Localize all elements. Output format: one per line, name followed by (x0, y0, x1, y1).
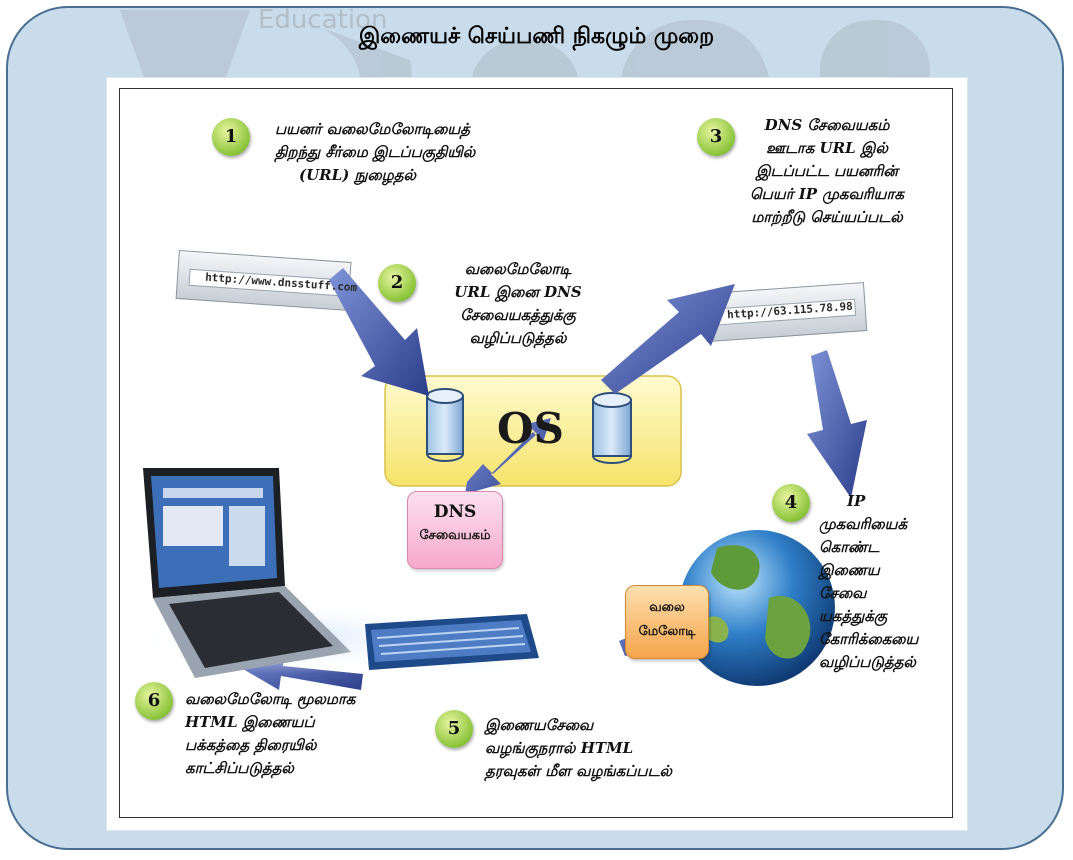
diagram-border (119, 88, 953, 818)
dns-box-line2: சேவையகம் (419, 528, 491, 543)
step-5-badge: 5 (435, 710, 473, 748)
step-6-line: காட்சிப்படுத்தல் (185, 759, 294, 777)
step-1-line: திறந்து சீர்மை இடப்பகுதியில் (275, 143, 476, 161)
step-3-text: DNS சேவையகம் ஊடாக URL இல் இடப்பட்ட பயனரி… (727, 114, 927, 229)
step-4-line: கொண்ட (819, 538, 880, 556)
step-6-line: வலைமேலோடி மூலமாக (185, 690, 356, 708)
step-4-badge: 4 (772, 484, 810, 522)
step-6-line: பக்கத்தை திரையில் (185, 736, 317, 754)
step-4-line: யகத்துக்கு (819, 607, 888, 625)
globe-icon (679, 530, 835, 686)
arrow-os-to-ip-icon (601, 284, 735, 394)
step-4-line: இணைய (819, 561, 880, 579)
os-cylinder-right-icon (592, 392, 632, 464)
step-6-text: வலைமேலோடி மூலமாக HTML இணையப் பக்கத்தை தி… (185, 688, 395, 780)
step-4-text: IP முகவரியைக் கொண்ட இணைய சேவை யகத்துக்கு… (819, 490, 949, 674)
diagram-graphics (137, 249, 868, 690)
step-3-line: ஊடாக URL இல் (766, 139, 888, 157)
arrow-os-dns-double-icon (465, 418, 551, 494)
diagram-panel: http://www.dnsstuff.com http://63.115.78… (107, 78, 967, 830)
laptop-icon (137, 468, 457, 678)
step-2-text: வலைமேலோடி URL இனை DNS சேவையகத்துக்கு வழி… (433, 258, 603, 350)
step-1-badge: 1 (212, 118, 250, 156)
step-1-text: பயனர் வலைமேலோடியைத் திறந்து சீர்மை இடப்ப… (275, 118, 505, 187)
step-4-line: IP (847, 492, 866, 510)
step-2-line: சேவையகத்துக்கு (460, 306, 576, 324)
step-2-badge: 2 (378, 264, 416, 302)
step-2-line: வலைமேலோடி (464, 260, 572, 278)
step-4-line: முகவரியைக் (819, 515, 908, 533)
step-4-line: வழிப்படுத்தல் (819, 653, 916, 671)
step-3-line: மாற்றீடு செய்யப்படல் (751, 208, 903, 226)
page-title: இணையச் செய்பணி நிகழும் முறை (358, 24, 715, 49)
step-5-line: வழங்குநரால் HTML (485, 739, 634, 757)
step-5-line: தரவுகள் மீள வழங்கப்படல் (485, 762, 672, 780)
url-bar-right-icon (703, 282, 868, 343)
os-cylinder-left-icon (426, 388, 464, 462)
step-1-line: பயனர் வலைமேலோடியைத் (275, 120, 471, 138)
step-2-line: வழிப்படுத்தல் (469, 329, 567, 347)
browser-box: வலை மேலோடி (625, 585, 709, 659)
keyboard-icon (337, 614, 557, 678)
step-5-text: இணையசேவை வழங்குநரால் HTML தரவுகள் மீள வழ… (485, 714, 745, 783)
step-4-line: கோரிக்கையை (819, 630, 919, 648)
dns-box-line1: DNS (433, 502, 477, 522)
browser-box-line1: வலை (649, 600, 685, 615)
arrow-ip-to-globe-icon (807, 350, 867, 498)
step-4-line: சேவை (819, 584, 867, 602)
step-6-line: HTML இணையப் (185, 713, 315, 731)
dns-server-box: DNS சேவையகம் (407, 491, 503, 569)
browser-box-line2: மேலோடி (638, 624, 696, 639)
step-1-line: (URL) நுழைதல் (299, 166, 416, 184)
step-5-line: இணையசேவை (485, 716, 594, 734)
arrow-bar-to-os-icon (329, 268, 429, 396)
os-label: OS (497, 404, 564, 453)
step-3-line: இடப்பட்ட பயனரின் (756, 162, 898, 180)
step-2-line: URL இனை DNS (454, 283, 582, 301)
step-3-badge: 3 (697, 118, 735, 156)
step-3-line: DNS சேவையகம் (764, 116, 890, 134)
step-6-badge: 6 (135, 682, 173, 720)
step-3-line: பெயர் IP முகவரியாக (750, 185, 904, 203)
